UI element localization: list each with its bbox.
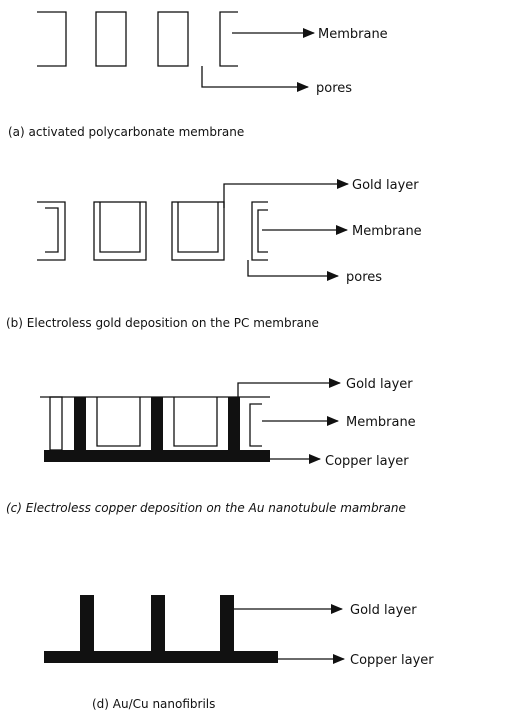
panel-a-membrane-walls <box>37 11 238 67</box>
panel-a-pores-label: pores <box>316 81 352 96</box>
panel-d-nanofibril-3 <box>220 595 234 653</box>
panel-d-caption: (d) Au/Cu nanofibrils <box>92 697 215 711</box>
panel-a: Membrane pores (a) activated polycarbona… <box>8 11 388 139</box>
panel-a-membrane-label: Membrane <box>318 27 388 42</box>
panel-b-pores-label: pores <box>346 270 382 285</box>
panel-b: Gold layer Membrane pores (b) Electroles… <box>6 178 422 330</box>
panel-b-gold-arrow <box>223 179 349 208</box>
panel-c: Gold layer Membrane Copper layer (c) Ele… <box>6 377 416 515</box>
panel-c-copper-label: Copper layer <box>325 454 409 469</box>
panel-d-nanofibril-2 <box>151 595 165 653</box>
panel-c-gold-label: Gold layer <box>346 377 413 392</box>
panel-c-caption: (c) Electroless copper deposition on the… <box>6 501 406 515</box>
panel-a-caption: (a) activated polycarbonate membrane <box>8 125 244 139</box>
panel-d-copper-label: Copper layer <box>350 653 434 668</box>
panel-b-membrane-label: Membrane <box>352 224 422 239</box>
panel-d-copper-base <box>44 651 278 663</box>
panel-d-nanofibril-1 <box>80 595 94 653</box>
panel-b-pores-arrow <box>247 260 339 281</box>
panel-a-pores-arrow <box>201 66 309 92</box>
panel-c-membrane-walls <box>40 396 270 462</box>
panel-d: Gold layer Copper layer (d) Au/Cu nanofi… <box>44 595 434 711</box>
panel-d-gold-label: Gold layer <box>350 603 417 618</box>
panel-c-gold-arrow <box>237 378 341 397</box>
panel-b-caption: (b) Electroless gold deposition on the P… <box>6 316 319 330</box>
panel-b-gold-label: Gold layer <box>352 178 419 193</box>
panel-c-membrane-label: Membrane <box>346 415 416 430</box>
panel-b-membrane-walls <box>37 201 268 261</box>
